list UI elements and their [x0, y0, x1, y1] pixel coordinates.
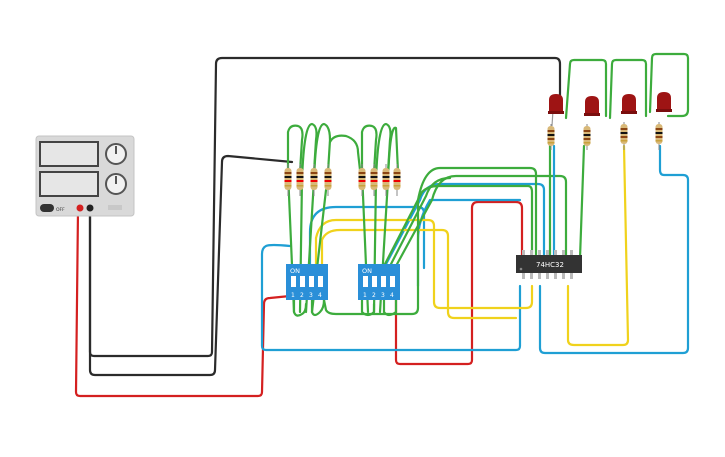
wire-green-led-loop-2[interactable] [608, 58, 648, 120]
dip-switch-2[interactable]: ON 1 2 3 4 [358, 264, 400, 300]
led-output-4[interactable] [655, 92, 673, 150]
dip-pin-label: 3 [309, 292, 313, 299]
power-toggle[interactable] [40, 204, 54, 212]
resistor-bank-left [284, 164, 332, 196]
led-red [657, 92, 671, 110]
power-supply[interactable]: OFF [35, 135, 135, 217]
wire-green-led-loop-3[interactable] [648, 52, 690, 118]
dip-pin-label: 1 [291, 292, 295, 299]
resistor [547, 124, 555, 150]
wire-green-led-loop-1[interactable] [564, 58, 608, 120]
wire-blue-3[interactable] [382, 182, 546, 270]
led-red [622, 94, 636, 112]
chip-notch [519, 267, 523, 271]
chip-pins-top [522, 250, 573, 256]
resistor[interactable] [310, 164, 318, 196]
dip-toggle[interactable] [381, 276, 386, 287]
dip-switch-1[interactable]: ON 1 2 3 4 [286, 264, 328, 300]
dip-pin-label: 3 [381, 292, 385, 299]
power-supply-brand-plate [108, 205, 122, 210]
wire-black-2[interactable] [88, 154, 294, 377]
led-red [585, 96, 599, 114]
resistor[interactable] [358, 164, 366, 196]
wire-green-loop-1[interactable] [328, 134, 362, 172]
resistor[interactable] [382, 164, 390, 196]
power-off-label: OFF [56, 207, 65, 213]
wire-green-r5[interactable] [360, 124, 378, 314]
wire-blue-1[interactable] [260, 243, 522, 352]
display-current [39, 171, 99, 197]
wire-green-long-1[interactable] [322, 166, 538, 316]
dip-pin-label: 1 [363, 292, 367, 299]
dip-pin-label: 4 [318, 292, 322, 299]
chip-label: 74HC32 [536, 261, 564, 269]
dip-toggle[interactable] [291, 276, 296, 287]
wire-blue-4[interactable] [538, 144, 690, 355]
resistor[interactable] [324, 164, 332, 196]
resistor-bank-right [358, 164, 401, 196]
led-red [549, 94, 563, 112]
resistor[interactable] [370, 164, 378, 196]
resistor[interactable] [296, 164, 304, 196]
wire-yellow-2[interactable] [320, 228, 518, 320]
dip-toggle[interactable] [300, 276, 305, 287]
dip-switch-on-label: ON [362, 267, 372, 275]
dip-toggle[interactable] [318, 276, 323, 287]
led-output-1[interactable] [547, 94, 565, 150]
wire-yellow-3[interactable] [566, 144, 630, 347]
dip-toggle[interactable] [390, 276, 395, 287]
led-output-3[interactable] [620, 94, 638, 150]
chip-pins-bottom [522, 273, 573, 279]
wire-yellow-1[interactable] [314, 218, 534, 310]
wire-green-r1[interactable] [286, 124, 304, 314]
terminal-positive[interactable] [76, 204, 84, 212]
led-rim [584, 113, 600, 116]
wire-green-r6[interactable] [372, 122, 392, 314]
resistor [655, 122, 663, 150]
led-rim [548, 111, 564, 114]
terminal-negative[interactable] [86, 204, 94, 212]
dip-toggle[interactable] [363, 276, 368, 287]
led-output-2[interactable] [583, 96, 601, 150]
logic-chip[interactable]: 74HC32 [516, 250, 582, 279]
wire-green-led-to-chip[interactable] [578, 144, 586, 260]
wire-green-r2[interactable] [298, 122, 318, 314]
wire-green-long-2[interactable] [394, 174, 568, 268]
chip-body [516, 255, 582, 273]
wire-green-r3[interactable] [304, 122, 332, 314]
wire-red-2[interactable] [394, 200, 524, 366]
dip-toggle[interactable] [372, 276, 377, 287]
dip-pin-label: 2 [372, 292, 376, 299]
wire-blue-2[interactable] [308, 205, 426, 270]
dip-toggle[interactable] [309, 276, 314, 287]
wire-green-long-3[interactable] [388, 176, 452, 268]
resistor [583, 124, 591, 150]
dip-pin-label: 2 [300, 292, 304, 299]
wire-red-1[interactable] [74, 208, 292, 398]
resistor[interactable] [284, 164, 292, 196]
display-voltage [39, 141, 99, 167]
resistor[interactable] [393, 164, 401, 196]
dip-switch-on-label: ON [290, 267, 300, 275]
wire-green-long-4[interactable] [382, 184, 534, 268]
led-rim [621, 111, 637, 114]
dip-pin-label: 4 [390, 292, 394, 299]
resistor [620, 122, 628, 150]
wires [74, 52, 690, 398]
led-rim [656, 109, 672, 112]
wire-black-1[interactable] [88, 56, 562, 358]
